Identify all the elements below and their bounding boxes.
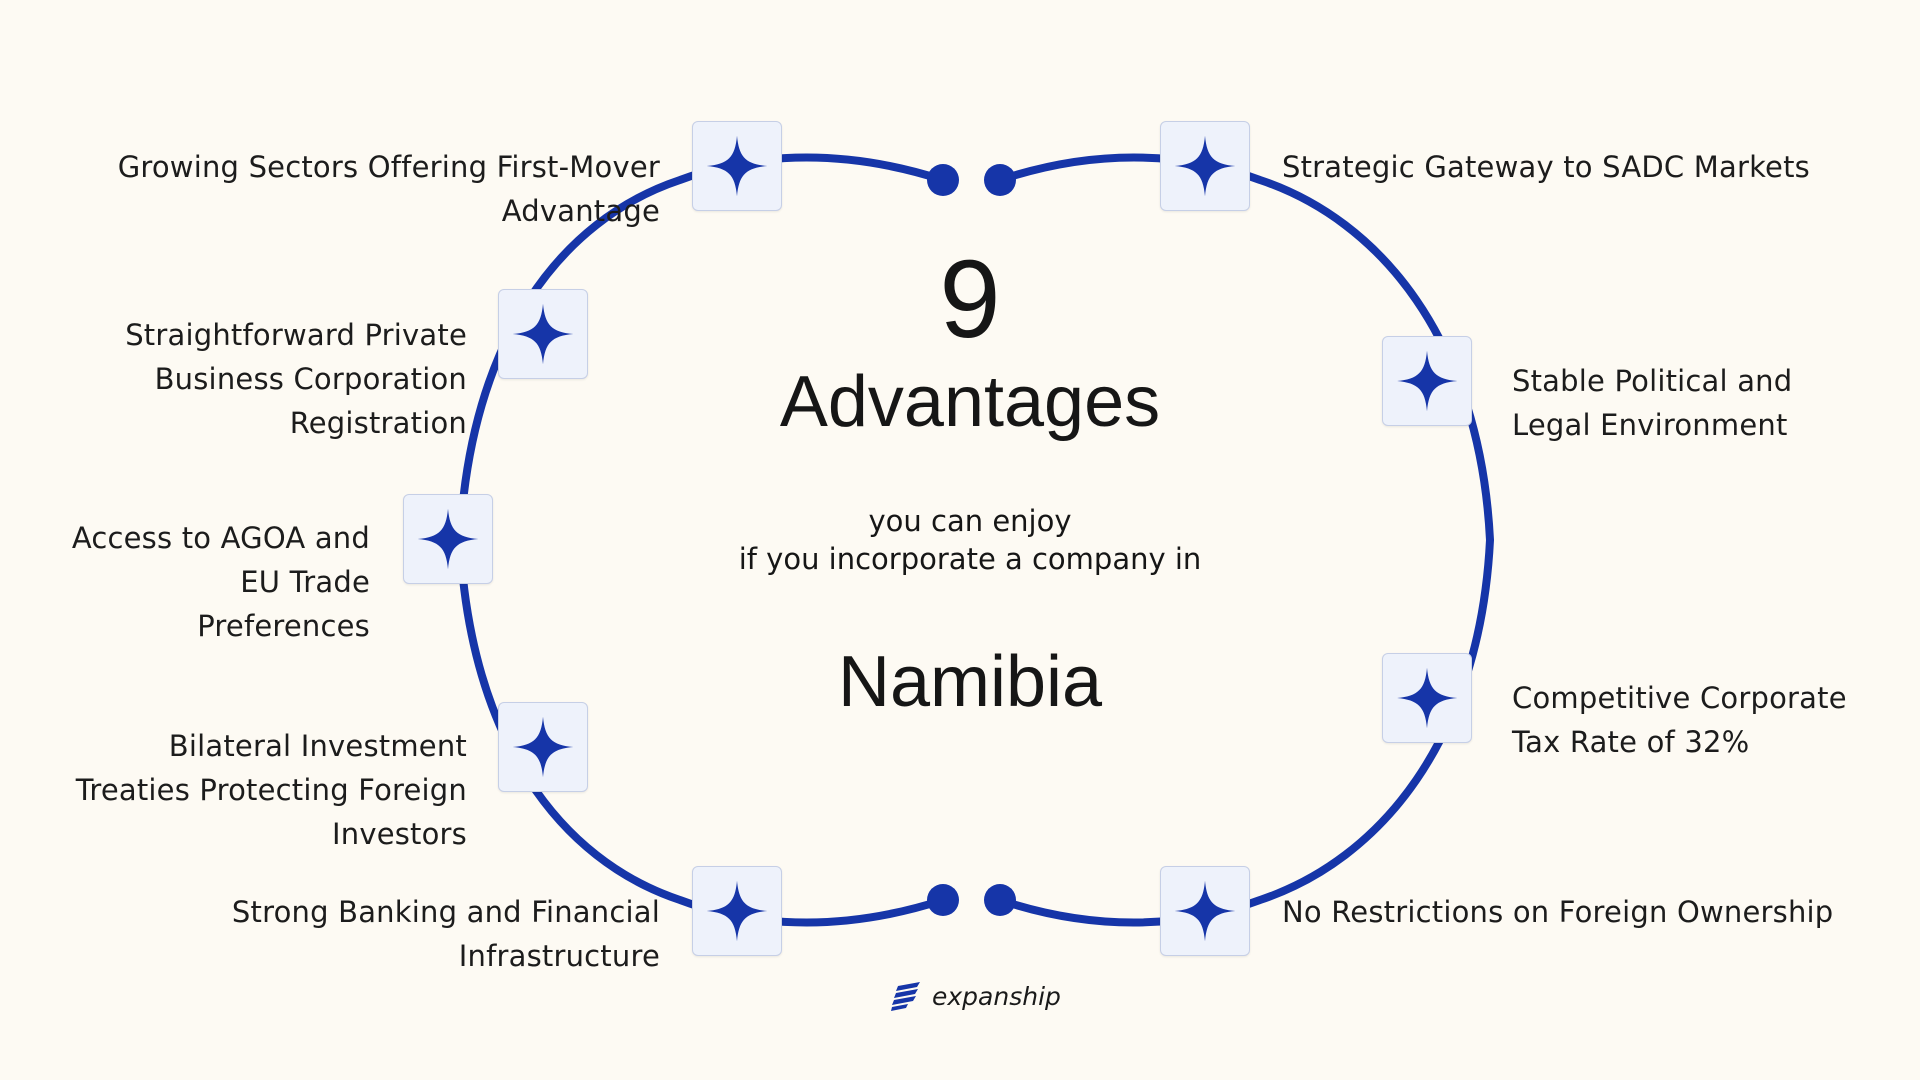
ring-end-dot-top-right <box>984 164 1016 196</box>
star-node-4 <box>498 702 588 792</box>
four-point-star-icon <box>1396 350 1458 412</box>
ring-end-dot-bottom-left <box>927 884 959 916</box>
ring-end-dot-top-left <box>927 164 959 196</box>
four-point-star-icon <box>512 303 574 365</box>
diagram-title: Advantages <box>779 362 1161 442</box>
four-point-star-icon <box>706 880 768 942</box>
four-point-star-icon <box>417 508 479 570</box>
star-node-9 <box>1160 866 1250 956</box>
subtitle-line-2: if you incorporate a company in <box>738 542 1202 576</box>
star-node-8 <box>1382 653 1472 743</box>
country-name: Namibia <box>837 642 1103 722</box>
star-node-6 <box>1160 121 1250 211</box>
four-point-star-icon <box>1174 880 1236 942</box>
advantage-count: 9 <box>939 238 1001 361</box>
brand-logo: expanship <box>890 976 1061 1016</box>
four-point-star-icon <box>1396 667 1458 729</box>
star-node-2 <box>498 289 588 379</box>
expanship-logo-icon <box>891 982 920 1011</box>
four-point-star-icon <box>1174 135 1236 197</box>
brand-name: expanship <box>932 981 1061 1011</box>
four-point-star-icon <box>706 135 768 197</box>
advantage-label-6: Strategic Gateway to SADC Markets <box>1282 150 1810 184</box>
ring-end-dot-bottom-right <box>984 884 1016 916</box>
star-node-1 <box>692 121 782 211</box>
star-node-7 <box>1382 336 1472 426</box>
star-node-3 <box>403 494 493 584</box>
subtitle-line-1: you can enjoy <box>868 504 1072 538</box>
advantage-label-9: No Restrictions on Foreign Ownership <box>1282 895 1834 929</box>
star-node-5 <box>692 866 782 956</box>
four-point-star-icon <box>512 716 574 778</box>
